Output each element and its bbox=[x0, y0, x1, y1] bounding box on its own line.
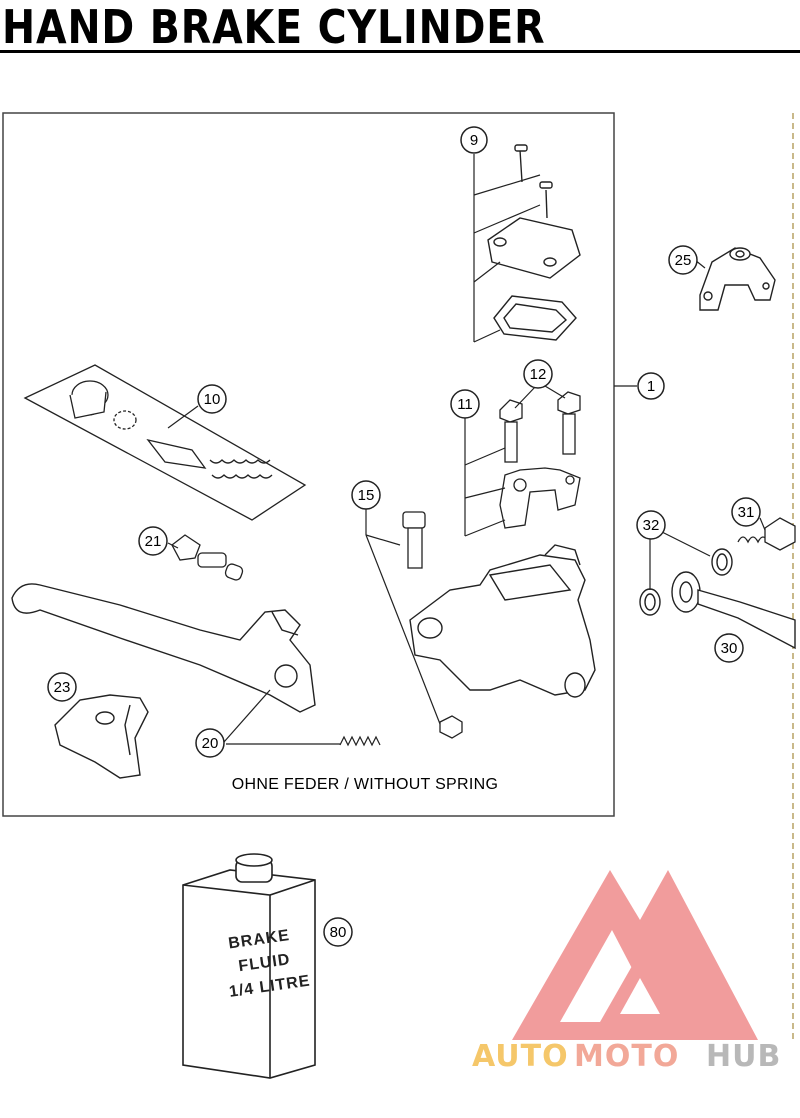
boot-23 bbox=[54, 694, 149, 779]
callout-30: 30 bbox=[714, 633, 744, 663]
title-rule bbox=[0, 50, 800, 53]
svg-text:1/4 LITRE: 1/4 LITRE bbox=[228, 973, 311, 1001]
svg-text:9: 9 bbox=[470, 132, 478, 149]
callout-21: 21 bbox=[138, 526, 168, 556]
piston-kit-10 bbox=[23, 364, 307, 521]
svg-text:23: 23 bbox=[54, 679, 71, 696]
master-cylinder-body bbox=[409, 544, 596, 698]
assembly-frame bbox=[2, 112, 615, 817]
banjo-bolt-31 bbox=[737, 517, 796, 551]
leader-15 bbox=[365, 508, 441, 725]
svg-text:FLUID: FLUID bbox=[237, 951, 291, 975]
brake-hose-30 bbox=[671, 571, 796, 650]
svg-text:1: 1 bbox=[647, 378, 655, 395]
callout-20: 20 bbox=[195, 728, 225, 758]
svg-text:25: 25 bbox=[675, 252, 692, 269]
watermark-moto: MOTO bbox=[574, 1039, 679, 1074]
svg-text:15: 15 bbox=[358, 487, 375, 504]
watermark-logo bbox=[512, 870, 758, 1040]
svg-text:21: 21 bbox=[145, 533, 162, 550]
svg-text:20: 20 bbox=[202, 735, 219, 752]
callout-31: 31 bbox=[731, 497, 761, 527]
svg-text:12: 12 bbox=[530, 366, 547, 383]
leader-20 bbox=[223, 689, 340, 745]
watermark-text: AUTO MOTO HUB bbox=[472, 1039, 781, 1074]
svg-text:31: 31 bbox=[738, 504, 755, 521]
svg-text:30: 30 bbox=[721, 640, 738, 657]
svg-text:80: 80 bbox=[330, 924, 347, 941]
callout-11: 11 bbox=[450, 389, 480, 419]
brake-fluid-can-80 bbox=[182, 853, 316, 1079]
brake-lever-20 bbox=[11, 583, 316, 713]
leader-30-32 bbox=[649, 517, 766, 590]
callout-9-leaders bbox=[473, 154, 541, 343]
watermark-auto: AUTO bbox=[472, 1039, 569, 1074]
without-spring-note: OHNE FEDER / WITHOUT SPRING bbox=[232, 776, 498, 793]
clamp-25 bbox=[699, 247, 776, 311]
svg-text:32: 32 bbox=[643, 517, 660, 534]
callout-32: 32 bbox=[636, 510, 666, 540]
watermark-hub: HUB bbox=[706, 1039, 781, 1074]
adjuster-21 bbox=[171, 534, 244, 581]
bolts-12 bbox=[499, 391, 581, 529]
callout-15: 15 bbox=[351, 480, 381, 510]
callout-12: 12 bbox=[523, 359, 553, 389]
svg-text:11: 11 bbox=[457, 396, 473, 413]
callout-25: 25 bbox=[668, 245, 698, 275]
pivot-bolt-15 bbox=[402, 511, 463, 739]
callout-1: 1 bbox=[637, 372, 665, 400]
callout-80: 80 bbox=[323, 917, 353, 947]
page-title: HAND BRAKE CYLINDER bbox=[2, 0, 546, 54]
callout-9: 9 bbox=[460, 126, 488, 154]
fluid-can-label: BRAKE FLUID 1/4 LITRE bbox=[227, 927, 311, 1001]
callout-11-12-leaders bbox=[464, 385, 637, 537]
callout-23: 23 bbox=[47, 672, 77, 702]
reservoir-cover-group bbox=[487, 144, 581, 341]
callout-10: 10 bbox=[197, 384, 227, 414]
svg-text:10: 10 bbox=[204, 391, 221, 408]
svg-text:BRAKE: BRAKE bbox=[227, 927, 291, 952]
spring-20 bbox=[339, 735, 381, 747]
